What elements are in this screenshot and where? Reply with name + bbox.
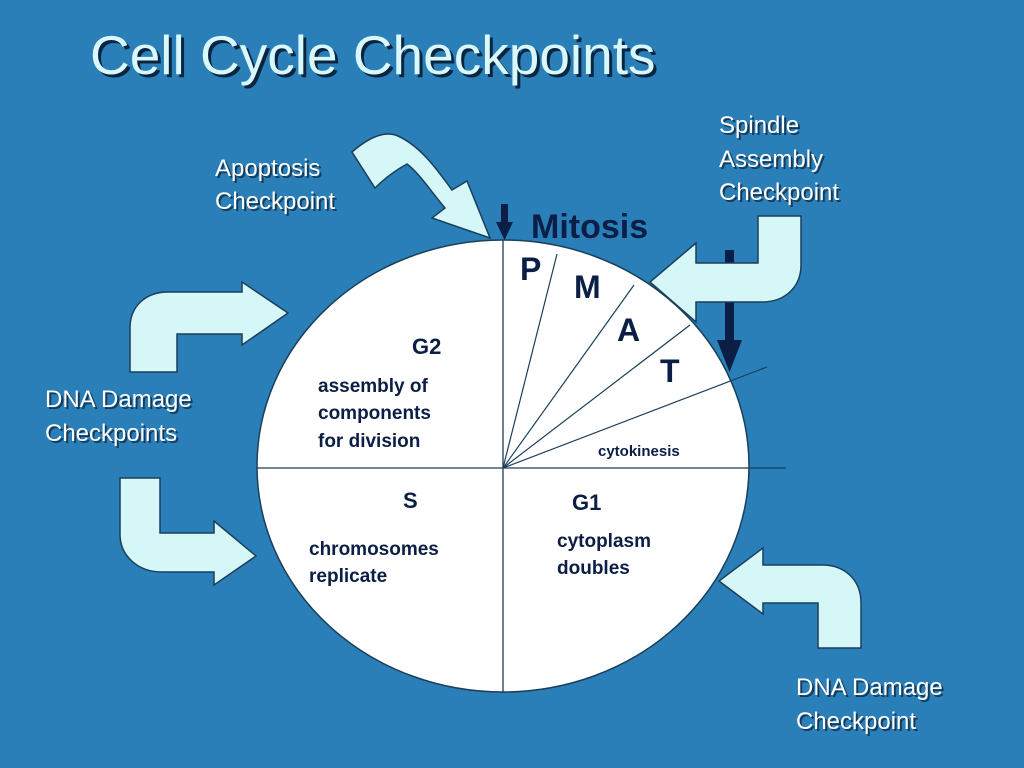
spindle-label-shadow-3: Checkpoint <box>721 181 841 208</box>
mitosis-line-2 <box>502 284 635 469</box>
cytokinesis-label: cytokinesis <box>598 443 680 460</box>
dna-right-label-shadow-2: Checkpoint <box>798 710 918 737</box>
g2-desc-line-2: components <box>318 403 431 424</box>
dna-right-label-shadow-1: DNA Damage <box>798 676 945 703</box>
apoptosis-label-shadow-1: Apoptosis <box>217 157 322 184</box>
mitosis-line-4 <box>502 366 768 469</box>
dna-damage-lower-arrow <box>119 477 258 587</box>
spindle-label-shadow-2: Assembly <box>721 148 825 175</box>
page-title-shadow: Cell Cycle Checkpoints <box>93 27 659 89</box>
dna-damage-right-arrow <box>717 546 862 649</box>
phase-prophase: P <box>520 251 541 287</box>
g2-label: G2 <box>412 334 441 359</box>
mitosis-line-3 <box>502 324 691 469</box>
dna-left-label-line-2: Checkpoints <box>45 420 177 447</box>
spindle-label-line-3: Checkpoint <box>719 179 839 206</box>
mitosis-label: Mitosis <box>531 208 648 246</box>
mitosis-line-1 <box>502 253 558 469</box>
apoptosis-curved-arrow <box>351 133 492 240</box>
s-desc-line-1: chromosomes <box>309 539 439 560</box>
g1-label: G1 <box>572 490 601 515</box>
dna-damage-upper-arrow <box>129 280 290 373</box>
phase-telophase: T <box>660 353 680 389</box>
g1-desc-line-2: doubles <box>557 558 630 579</box>
dna-right-label-line-2: Checkpoint <box>796 708 916 735</box>
dna-left-label-line-1: DNA Damage <box>45 386 192 413</box>
spindle-curved-arrow <box>648 215 802 324</box>
phase-metaphase: M <box>574 269 601 305</box>
page-title: Cell Cycle Checkpoints <box>90 24 656 86</box>
apoptosis-label-shadow-2: Checkpoint <box>217 190 337 217</box>
spindle-label-shadow-1: Spindle <box>721 114 801 141</box>
phase-anaphase: A <box>617 312 640 348</box>
spindle-label-line-2: Assembly <box>719 146 823 173</box>
apoptosis-label-line-2: Checkpoint <box>215 188 335 215</box>
apoptosis-pointer-arrow <box>496 204 513 240</box>
dna-left-label-shadow-2: Checkpoints <box>47 422 179 449</box>
g2-desc-line-3: for division <box>318 431 420 452</box>
spindle-label-line-1: Spindle <box>719 112 799 139</box>
s-label: S <box>403 488 418 513</box>
dna-right-label-line-1: DNA Damage <box>796 674 943 701</box>
apoptosis-label-line-1: Apoptosis <box>215 155 320 182</box>
dna-left-label-shadow-1: DNA Damage <box>47 388 194 415</box>
g2-desc-line-1: assembly of <box>318 376 428 397</box>
g1-desc-line-1: cytoplasm <box>557 531 651 552</box>
s-desc-line-2: replicate <box>309 566 387 587</box>
